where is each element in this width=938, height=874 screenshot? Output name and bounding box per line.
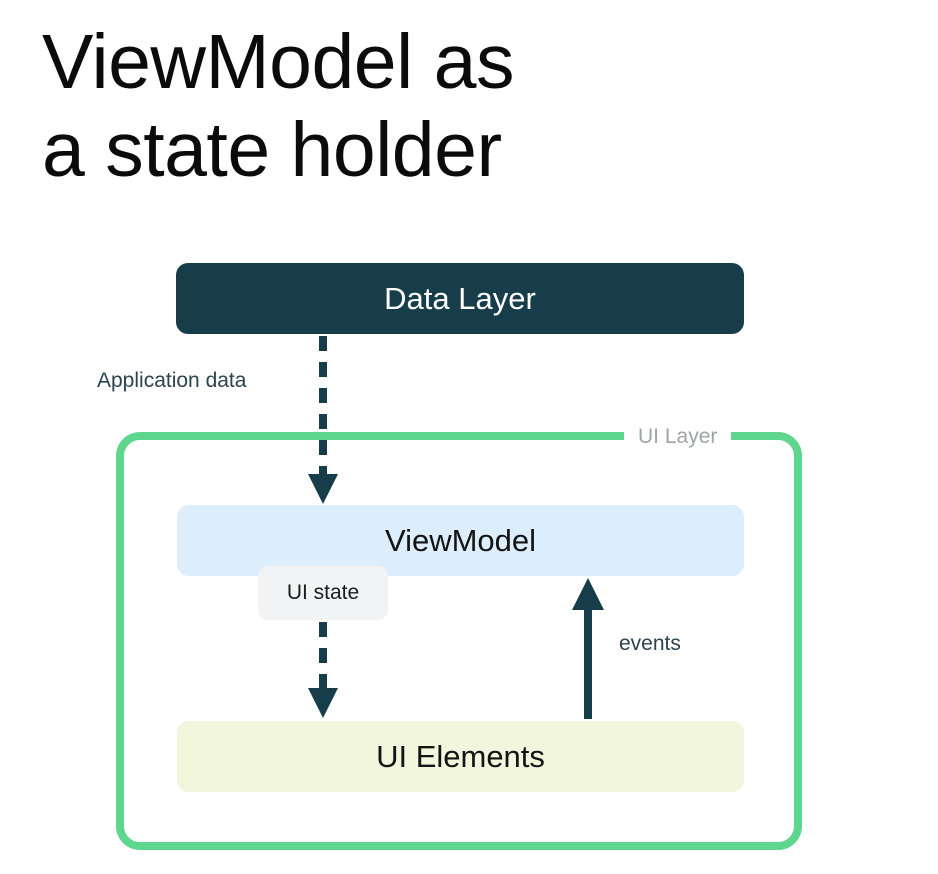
slide-title-line-2: a state holder [42, 107, 502, 193]
data-layer-label: Data Layer [384, 280, 536, 316]
ui-state-chip: UI state [258, 566, 388, 620]
events-arrowhead [572, 578, 604, 610]
events-arrow [572, 578, 604, 719]
ui-layer-frame [116, 432, 802, 850]
slide-title: ViewModel as a state holder [42, 18, 742, 194]
slide-title-line-1: ViewModel as [42, 19, 514, 105]
data-layer-box: Data Layer [176, 263, 744, 334]
ui-state-arrowhead [308, 688, 338, 718]
viewmodel-label: ViewModel [384, 522, 537, 558]
ui-state-arrow [308, 622, 338, 718]
events-label: events [619, 632, 681, 655]
ui-state-label: UI state [286, 581, 360, 604]
application-data-label: Application data [97, 369, 247, 392]
application-data-arrowhead [308, 474, 338, 504]
ui-layer-label: UI Layer [624, 421, 732, 453]
viewmodel-box: ViewModel [177, 505, 744, 576]
ui-elements-label: UI Elements [376, 738, 545, 774]
application-data-arrow [308, 336, 338, 504]
ui-elements-box: UI Elements [177, 721, 744, 792]
